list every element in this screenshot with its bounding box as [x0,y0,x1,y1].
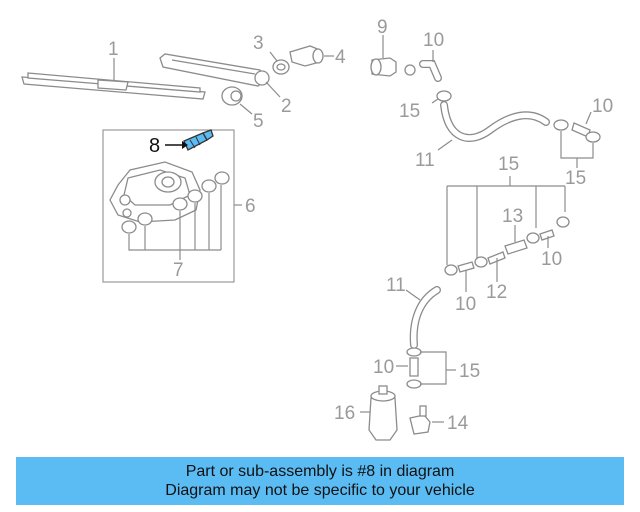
callout-10: 10 [373,357,394,378]
cap-part [289,45,334,67]
callout-16: 16 [334,403,355,424]
callout-3: 3 [253,33,264,54]
callout-10: 10 [541,249,562,270]
caption-line-1: Part or sub-assembly is #8 in diagram [185,463,455,480]
callout-15: 15 [498,154,519,175]
washer-system-group [360,35,601,441]
highlighted-part-8 [165,129,214,151]
callout-1: 1 [108,39,119,60]
callout-13: 13 [502,206,523,227]
callout-15: 15 [565,168,586,189]
callout-5: 5 [253,111,264,132]
callout-6: 6 [245,196,256,217]
callout-8: 8 [149,135,160,157]
grommet-part [221,86,253,115]
callout-7: 7 [173,260,184,281]
callout-11: 11 [386,275,406,296]
callout-10: 10 [423,30,444,51]
motor-assembly-group [102,129,242,283]
callout-4: 4 [335,47,346,68]
caption-line-2: Diagram may not be specific to your vehi… [165,482,475,499]
callout-10: 10 [455,294,476,315]
caption-banner: Part or sub-assembly is #8 in diagram Di… [16,457,624,505]
wiper-blade-part [21,58,206,100]
callout-2: 2 [281,96,292,117]
callout-15: 15 [459,361,480,382]
callout-15: 15 [399,101,420,122]
callout-11: 11 [415,150,435,171]
callout-12: 12 [486,282,507,303]
callout-9: 9 [377,17,388,38]
callout-14: 14 [447,413,469,434]
wiper-arm-part [159,53,281,98]
nut-part [269,51,290,75]
callout-10: 10 [592,96,613,117]
